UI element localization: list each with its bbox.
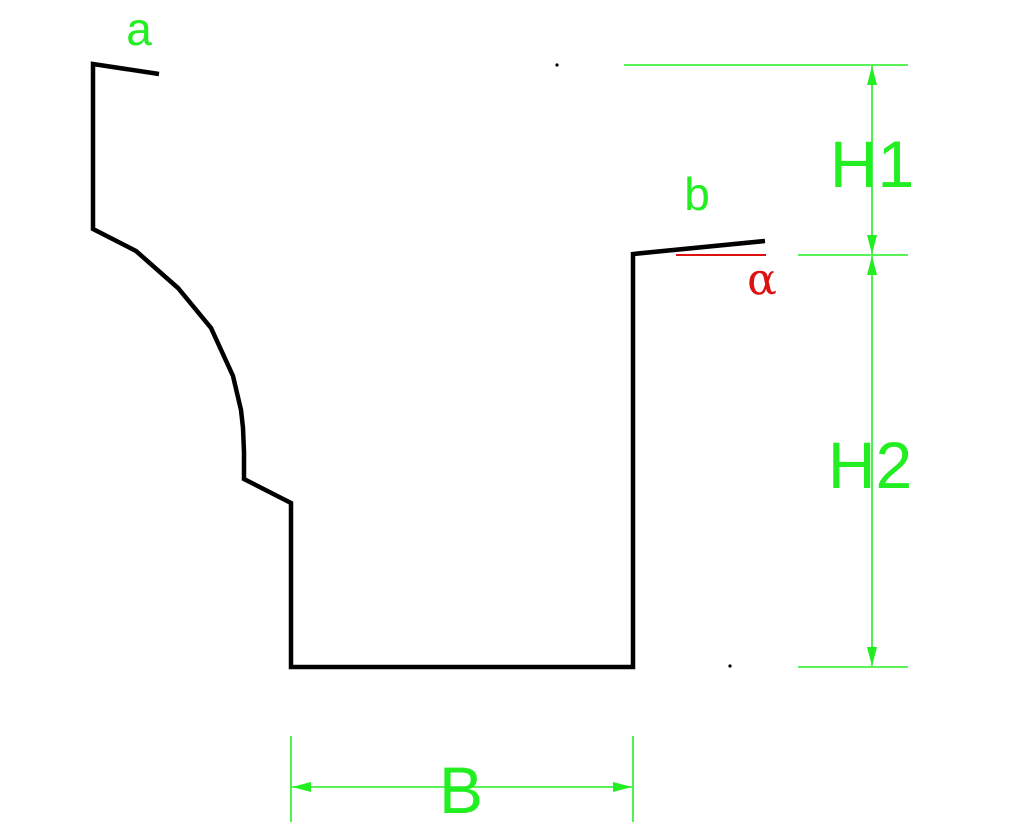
label-h2: H2: [828, 428, 912, 502]
h1-bottom-arrow: [867, 235, 877, 254]
label-b: b: [684, 168, 710, 220]
label-alpha: α: [747, 254, 777, 305]
cad-point-top: [555, 63, 559, 67]
label-h1: H1: [830, 127, 914, 201]
h2-bottom-arrow: [867, 647, 877, 666]
h1-top-arrow: [867, 66, 877, 85]
b-right-arrow: [613, 782, 632, 792]
cad-point-bottom: [728, 664, 732, 668]
b-left-arrow: [292, 782, 311, 792]
label-a: a: [126, 3, 152, 55]
h2-top-arrow: [867, 256, 877, 275]
label-b-width: B: [439, 753, 483, 827]
gutter-profile-outline: [90, 61, 766, 670]
